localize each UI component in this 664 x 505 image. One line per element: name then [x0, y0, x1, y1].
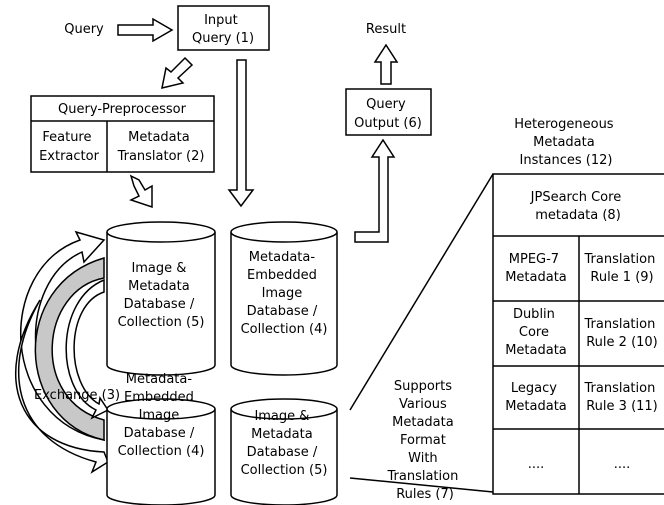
database-cylinder-top-left	[106, 221, 216, 376]
table-row-4-left: ....	[528, 457, 545, 472]
metadata-table	[492, 173, 664, 495]
feature-extractor-label: Feature Extractor	[39, 130, 100, 164]
database-cylinder-top-right	[230, 221, 338, 376]
database-cylinder-bottom-right	[230, 398, 338, 505]
input-to-preprocessor-arrow	[161, 56, 194, 90]
database-bottom-left-label: Metadata- Embedded Image Database / Coll…	[118, 372, 205, 459]
query-preprocessor-box	[30, 95, 215, 173]
input-query-label: Input Query (1)	[192, 13, 254, 46]
preprocessor-to-database-arrow	[129, 174, 153, 209]
table-row-2-left: Dublin Core Metadata	[505, 307, 567, 358]
query-output-label: Query Output (6)	[354, 97, 422, 131]
table-row-3-right: Translation Rule 3 (11)	[584, 381, 660, 414]
input-to-database-arrow	[227, 59, 255, 208]
database-top-right-label: Metadata- Embedded Image Database / Coll…	[241, 250, 328, 337]
database-to-output-arrow	[354, 138, 396, 243]
heterogeneous-title: Heterogeneous Metadata Instances (12)	[514, 117, 617, 168]
query-to-input-arrow	[117, 17, 174, 43]
table-row-2-right: Translation Rule 2 (10)	[584, 317, 660, 350]
exchange-arrow-gray	[34, 257, 105, 441]
jpsearch-core-label: JPSearch Core metadata (8)	[530, 190, 626, 223]
query-preprocessor-title: Query-Preprocessor	[58, 102, 187, 117]
database-top-left-label: Image & Metadata Database / Collection (…	[118, 261, 205, 330]
supports-label: Supports Various Metadata Format With Tr…	[387, 379, 463, 502]
table-row-1-right: Translation Rule 1 (9)	[584, 252, 660, 285]
query-output-box	[345, 88, 432, 136]
table-row-4-right: ....	[614, 457, 631, 472]
table-row-1-left: MPEG-7 Metadata	[505, 252, 567, 285]
query-label: Query	[64, 22, 104, 37]
exchange-arrow-outer-bottom	[15, 299, 109, 474]
metadata-translator-label: Metadata Translator (2)	[117, 130, 205, 164]
perspective-line-top	[349, 173, 494, 411]
database-bottom-right-label: Image & Metadata Database / Collection (…	[241, 409, 328, 478]
table-row-3-left: Legacy Metadata	[505, 381, 567, 414]
database-cylinder-bottom-left	[106, 398, 216, 505]
result-arrow	[373, 43, 399, 85]
result-label: Result	[366, 22, 406, 37]
input-query-box	[177, 5, 270, 51]
exchange-label: Exchange (3)	[34, 388, 120, 403]
perspective-line-bottom	[349, 477, 494, 493]
